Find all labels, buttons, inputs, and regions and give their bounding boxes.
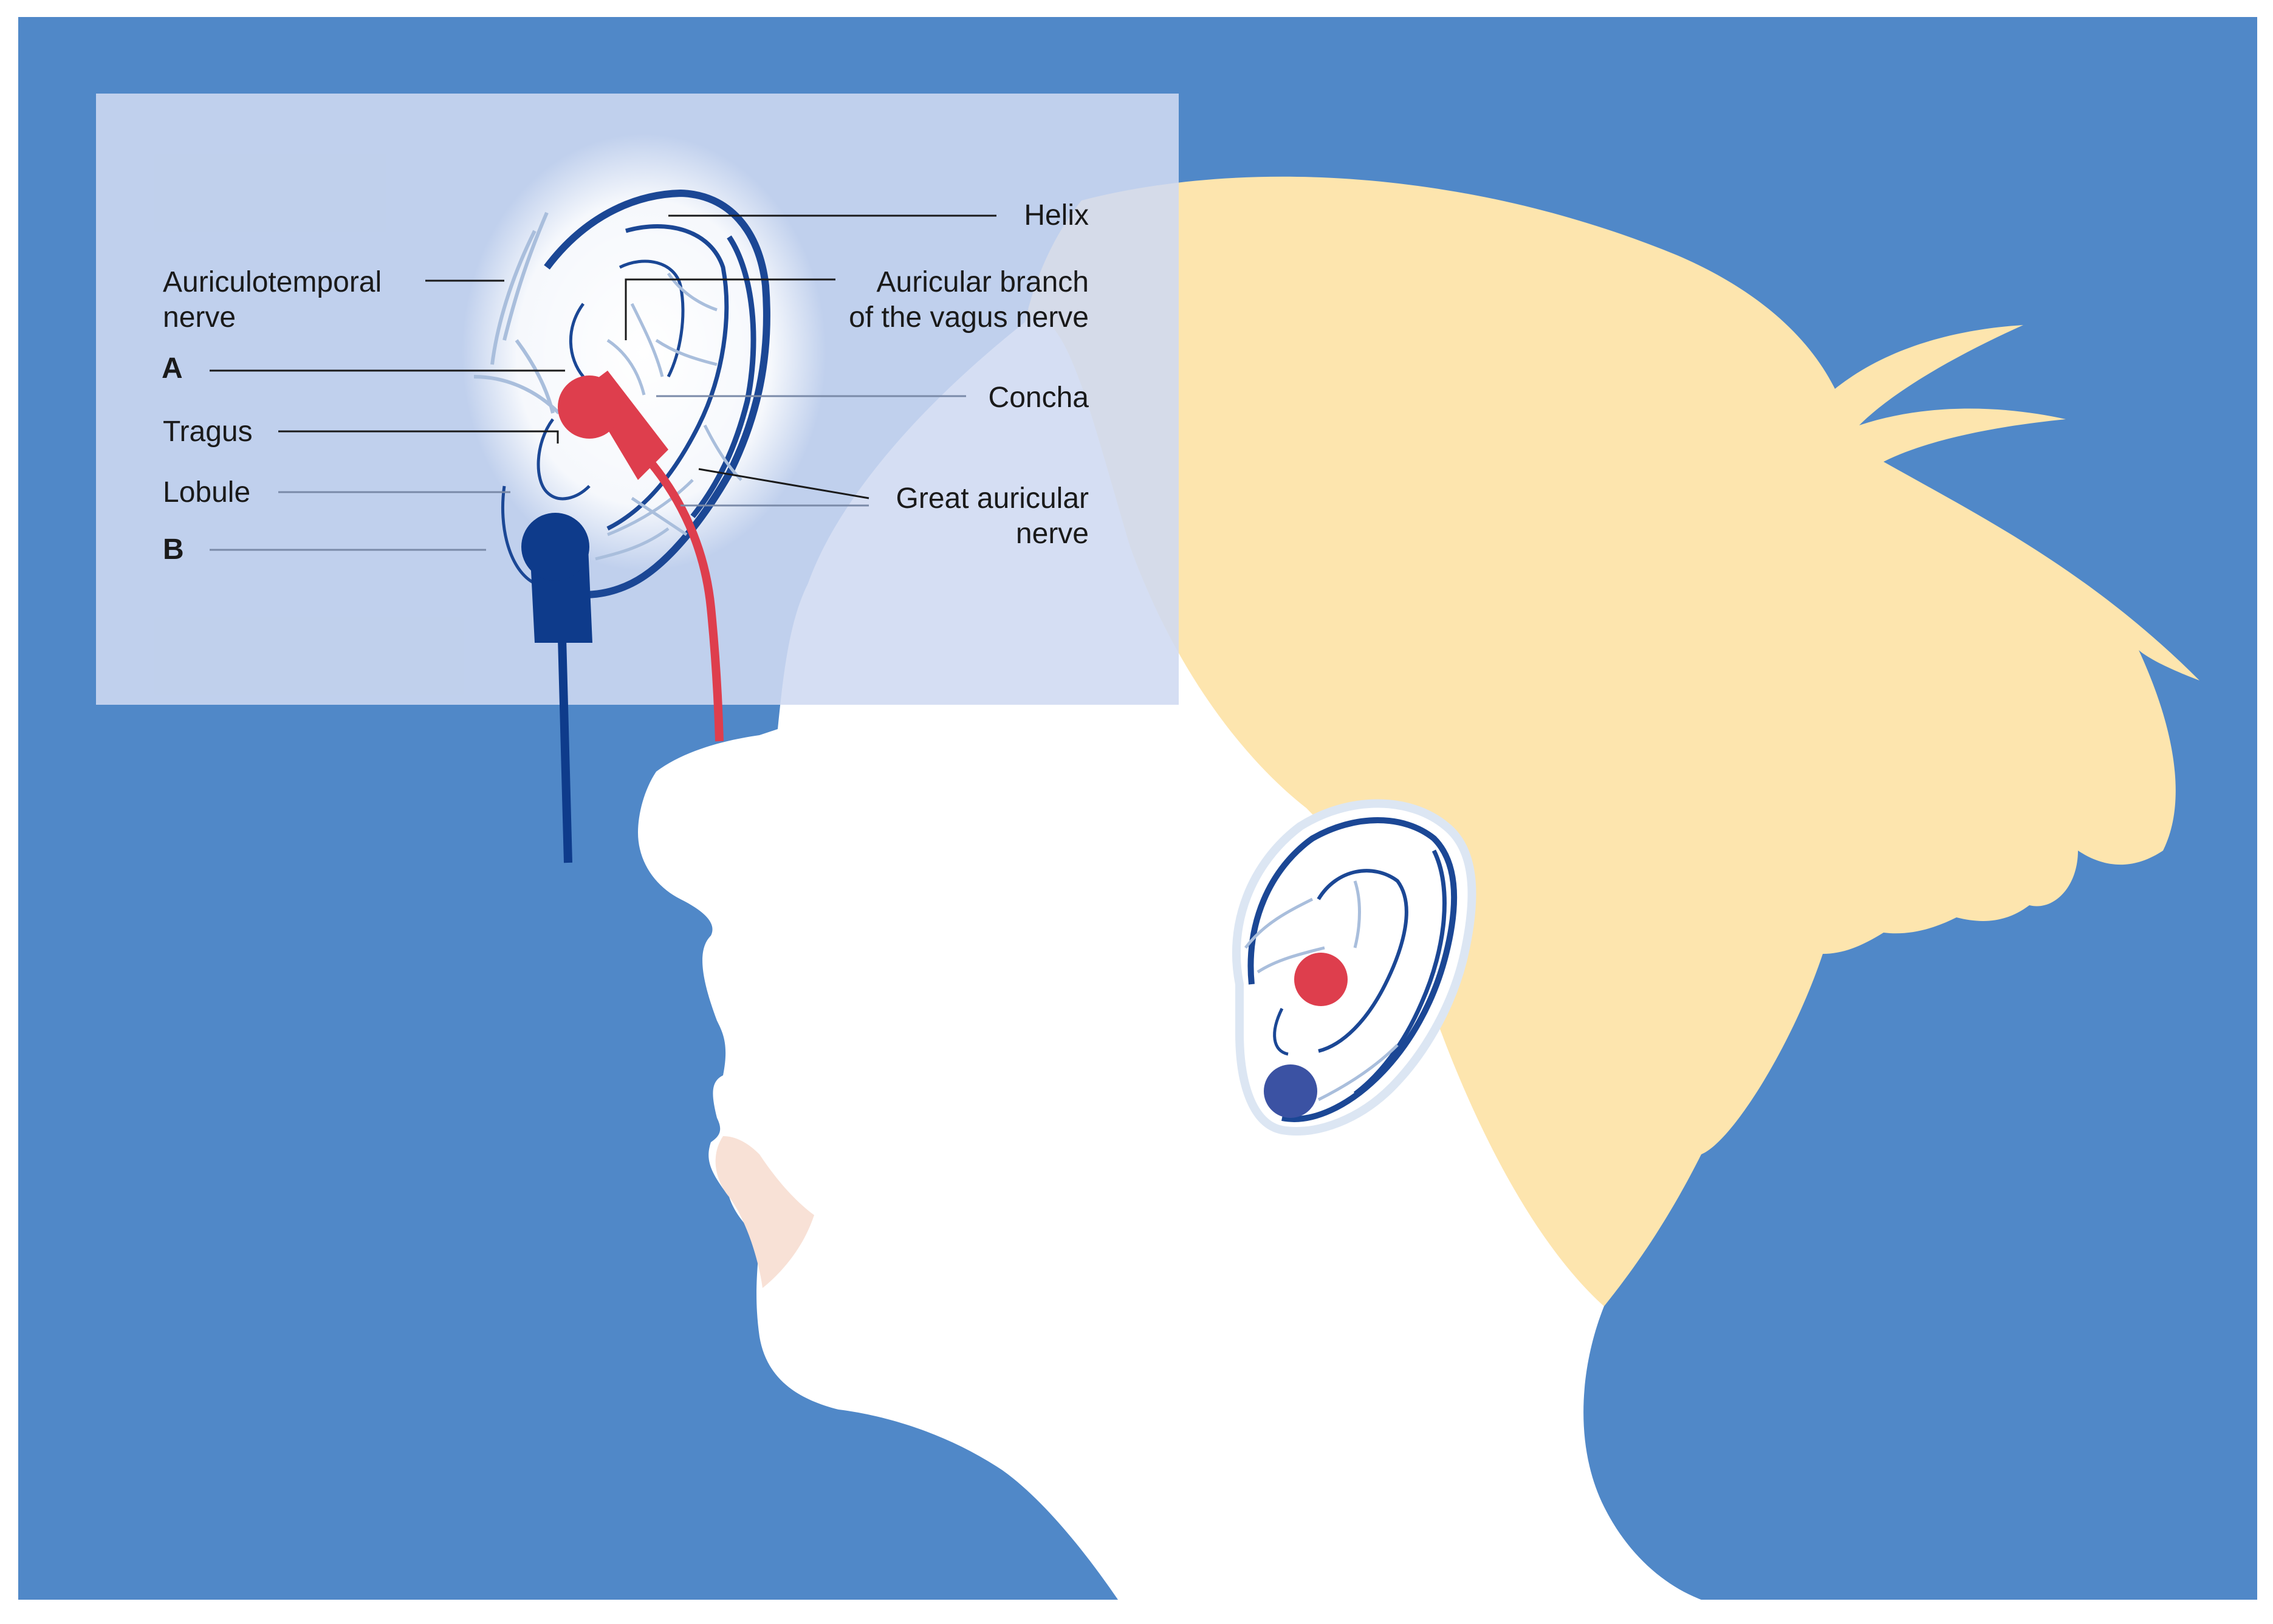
hair	[1016, 176, 2199, 1307]
electrode-a-cable	[646, 459, 724, 742]
electrode-a	[558, 371, 724, 742]
leader-great-auricular	[698, 468, 869, 499]
label-helix: Helix	[1024, 199, 1089, 231]
head-ear	[1232, 799, 1476, 1136]
labels: Auriculotemporal nerve A Tragus Lobule B…	[162, 199, 1089, 566]
leader-tragus	[278, 430, 559, 444]
head-red-electrode-dot	[1294, 953, 1348, 1006]
great-auricular-nerve	[595, 424, 742, 561]
helix-outline	[533, 189, 770, 598]
label-b: B	[163, 533, 184, 566]
electrode-b-tip	[521, 513, 589, 581]
tragus-outline	[537, 418, 591, 501]
label-tragus: Tragus	[163, 416, 253, 448]
label-lobule: Lobule	[163, 476, 250, 509]
lip	[715, 1136, 814, 1288]
electrode-b-cable	[558, 637, 572, 863]
label-a: A	[162, 352, 183, 385]
label-auriculotemporal-2: nerve	[163, 301, 236, 334]
vagus-nerve-branches	[606, 272, 718, 396]
head-blue-electrode-dot	[1264, 1064, 1317, 1118]
label-vagus-2: of the vagus nerve	[849, 301, 1089, 334]
label-great-auricular-1: Great auricular	[896, 482, 1089, 515]
label-concha: Concha	[989, 382, 1089, 414]
leader-lines	[210, 214, 996, 551]
label-vagus-1: Auricular branch	[877, 266, 1089, 298]
inset-ear	[462, 134, 826, 598]
electrode-a-tip	[558, 375, 621, 439]
label-auriculotemporal-1: Auriculotemporal	[163, 266, 382, 298]
leader-vagus	[625, 278, 835, 340]
electrode-b	[521, 513, 592, 863]
label-great-auricular-2: nerve	[1016, 518, 1089, 550]
auriculotemporal-nerve	[473, 211, 561, 415]
